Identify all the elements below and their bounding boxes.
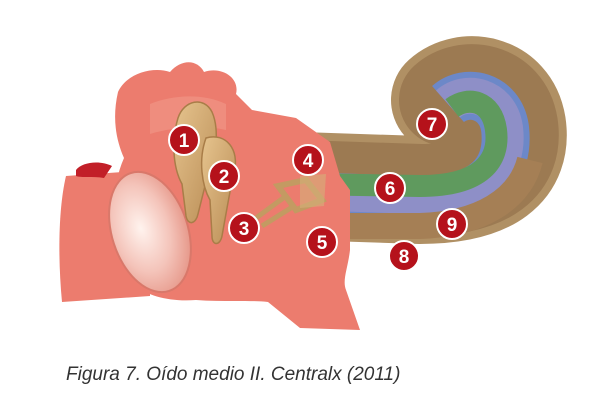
svg-text:2: 2: [219, 167, 230, 188]
marker-2: 2: [209, 161, 239, 191]
marker-3: 3: [229, 213, 259, 243]
marker-4: 4: [293, 145, 323, 175]
svg-text:9: 9: [447, 215, 458, 236]
svg-text:6: 6: [385, 179, 396, 200]
svg-text:8: 8: [399, 247, 410, 268]
figure-caption: Figura 7. Oído medio II. Centralx (2011): [66, 364, 400, 386]
marker-8: 8: [389, 241, 419, 271]
svg-text:3: 3: [239, 219, 250, 240]
marker-5: 5: [307, 227, 337, 257]
marker-1: 1: [169, 125, 199, 155]
svg-text:1: 1: [179, 131, 190, 152]
marker-7: 7: [417, 109, 447, 139]
svg-text:7: 7: [427, 115, 438, 136]
marker-9: 9: [437, 209, 467, 239]
svg-text:4: 4: [303, 151, 314, 172]
marker-6: 6: [375, 173, 405, 203]
svg-text:5: 5: [317, 233, 328, 254]
